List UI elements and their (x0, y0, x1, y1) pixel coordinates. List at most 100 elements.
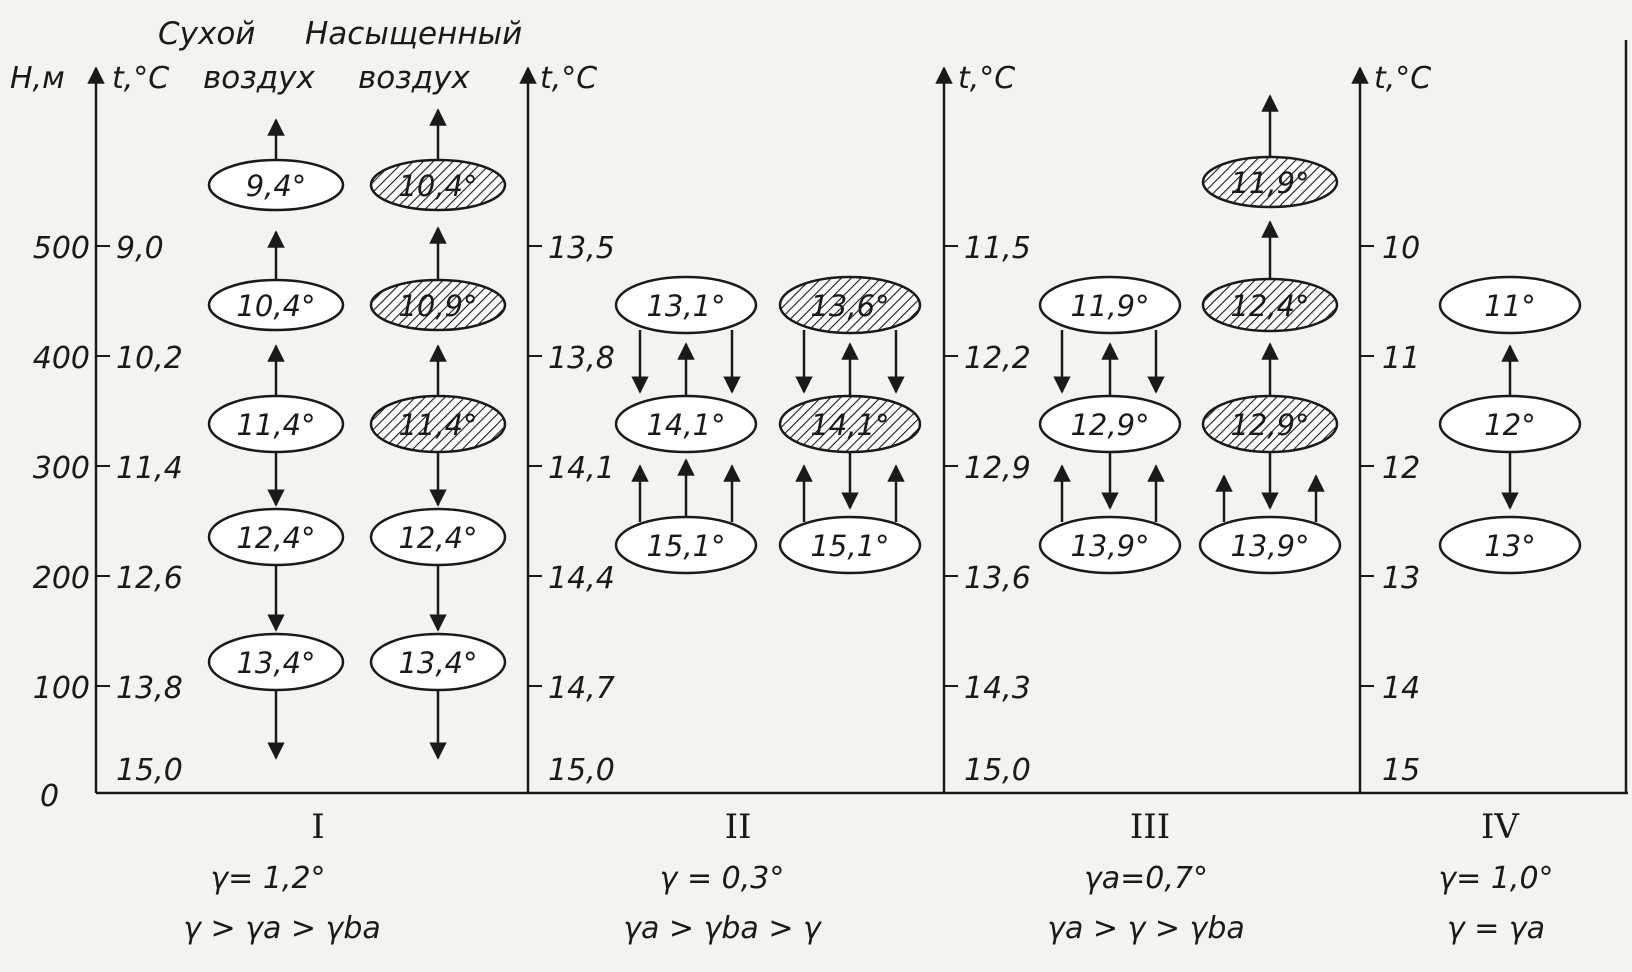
height-axis-label: H,м (10, 61, 65, 96)
parcel-temp: 13,6° (810, 289, 889, 323)
parcel-temp: 14,1° (810, 408, 889, 442)
panel-1-temp-tick: 10,2 (116, 341, 183, 376)
saturated-air-header-line2: воздух (358, 60, 470, 96)
parcel-ellipse (1438, 394, 1582, 454)
parcel-ellipse (207, 507, 345, 567)
parcel-ellipse (1038, 275, 1182, 335)
parcel-ellipse (614, 515, 758, 575)
panel-3-temp-tick: 14,3 (964, 671, 1031, 706)
parcel-ellipse (1038, 394, 1182, 454)
parcel-ellipse-hatched (1201, 394, 1339, 454)
parcel-ellipse (369, 632, 507, 692)
panel-4: t,°C 15 14 13 12 11 10 11° 12° 13° IV γ=… (1351, 61, 1582, 946)
parcel-temp: 13,1° (646, 289, 725, 323)
parcel-ellipse (369, 507, 507, 567)
parcel-ellipse (207, 158, 345, 212)
height-ticks: 0 100 200 300 400 500 (33, 231, 90, 814)
panel-3-temp-tick: 13,6 (964, 561, 1031, 596)
panel-4-gamma: γ= 1,0° (1438, 861, 1553, 896)
panel-4-relation: γ = γa (1447, 911, 1545, 946)
panel-1-temp-tick: 13,8 (116, 671, 183, 706)
panel-3-gamma: γa=0,7° (1084, 861, 1208, 896)
panel-1-temp-tick: 11,4 (116, 451, 183, 486)
panel-4-temp-tick: 10 (1382, 231, 1420, 266)
panel-4-temp-tick: 12 (1382, 451, 1420, 486)
parcel-temp: 15,1° (646, 529, 725, 563)
dry-air-header-line1: Сухой (158, 16, 255, 52)
panel-2-temp-tick: 14,4 (548, 561, 615, 596)
height-tick: 500 (33, 231, 90, 266)
parcel-temp: 10,4° (236, 289, 315, 323)
parcel-ellipse-hatched (369, 158, 507, 212)
panel-4-temp-tick: 13 (1382, 561, 1420, 596)
parcel-temp: 11,9° (1070, 289, 1149, 323)
panel-2-temp-tick: 14,7 (548, 671, 615, 706)
parcel-ellipse (1038, 515, 1182, 575)
panel-1-relation: γ > γa > γba (183, 911, 381, 946)
parcel-temp: 9,4° (246, 169, 307, 203)
panel-1: t,°C 15,0 13,8 12,6 11,4 10,2 9,0 9,4° 1… (87, 61, 507, 946)
parcel-temp: 12° (1484, 408, 1535, 442)
panel-2-temp-tick: 14,1 (548, 451, 615, 486)
panel-3-relation: γa > γ > γba (1047, 911, 1245, 946)
parcel-temp: 12,4° (398, 521, 477, 555)
panel-4-roman: IV (1481, 807, 1520, 847)
panel-3-temp-tick: 12,2 (964, 341, 1031, 376)
height-tick: 100 (33, 671, 90, 706)
parcel-ellipse-hatched (778, 394, 922, 454)
parcel-temp: 11° (1484, 289, 1535, 323)
parcel-ellipse-hatched (369, 278, 507, 332)
parcel-temp: 10,4° (398, 169, 477, 203)
parcel-ellipse (207, 394, 345, 454)
panel-2-gamma: γ = 0,3° (660, 861, 785, 896)
parcel-ellipse (778, 515, 922, 575)
parcel-temp: 12,4° (236, 521, 315, 555)
panel-1-roman: I (311, 807, 324, 847)
panel-1-temp-tick: 12,6 (116, 561, 183, 596)
panel-3: t,°C 15,0 14,3 13,6 12,9 12,2 11,5 11,9°… (935, 61, 1342, 946)
panel-2-temp-tick: 13,8 (548, 341, 615, 376)
parcel-temp: 10,9° (398, 289, 477, 323)
panel-2: t,°C 15,0 14,7 14,4 14,1 13,8 13,5 13,1°… (519, 61, 922, 946)
parcel-temp: 13° (1484, 529, 1535, 563)
panel-2-relation: γa > γba > γ (623, 911, 823, 946)
panel-1-temp-tick: 9,0 (116, 231, 164, 266)
panel-3-temp-tick: 15,0 (964, 753, 1031, 788)
panel-4-temp-tick: 15 (1382, 753, 1420, 788)
panel-2-axis-label: t,°C (540, 61, 597, 96)
panel-1-axis-label: t,°C (112, 61, 169, 96)
height-tick: 0 (40, 779, 59, 814)
panel-3-temp-tick: 12,9 (964, 451, 1031, 486)
parcel-temp: 15,1° (810, 529, 889, 563)
panel-3-axis-label: t,°C (958, 61, 1015, 96)
parcel-temp: 11,9° (1230, 166, 1309, 200)
parcel-ellipse (614, 275, 758, 335)
panel-3-temp-tick: 11,5 (964, 231, 1031, 266)
parcel-temp: 13,4° (398, 646, 477, 680)
parcel-temp: 11,4° (236, 408, 315, 442)
panel-4-temp-tick: 14 (1382, 671, 1420, 706)
panel-1-gamma: γ= 1,2° (210, 861, 325, 896)
height-tick: 400 (33, 341, 90, 376)
panel-1-temp-tick: 15,0 (116, 753, 183, 788)
parcel-ellipse (207, 278, 345, 332)
parcel-temp: 13,9° (1070, 529, 1149, 563)
parcel-temp: 12,9° (1070, 408, 1149, 442)
parcel-ellipse-hatched (1201, 155, 1339, 209)
parcel-ellipse (614, 394, 758, 454)
panel-2-roman: II (725, 807, 752, 847)
panel-3-roman: III (1130, 807, 1170, 847)
panel-2-temp-tick: 13,5 (548, 231, 615, 266)
height-tick: 300 (33, 451, 90, 486)
dry-air-header-line2: воздух (203, 60, 315, 96)
panel-4-temp-tick: 11 (1382, 341, 1420, 376)
parcel-temp: 12,9° (1230, 408, 1309, 442)
parcel-ellipse-hatched (778, 275, 922, 335)
parcel-ellipse (1198, 515, 1342, 575)
parcel-temp: 11,4° (398, 408, 477, 442)
saturated-air-header-line1: Насыщенный (305, 16, 522, 52)
parcel-temp: 13,4° (236, 646, 315, 680)
height-tick: 200 (33, 561, 90, 596)
parcel-temp: 14,1° (646, 408, 725, 442)
